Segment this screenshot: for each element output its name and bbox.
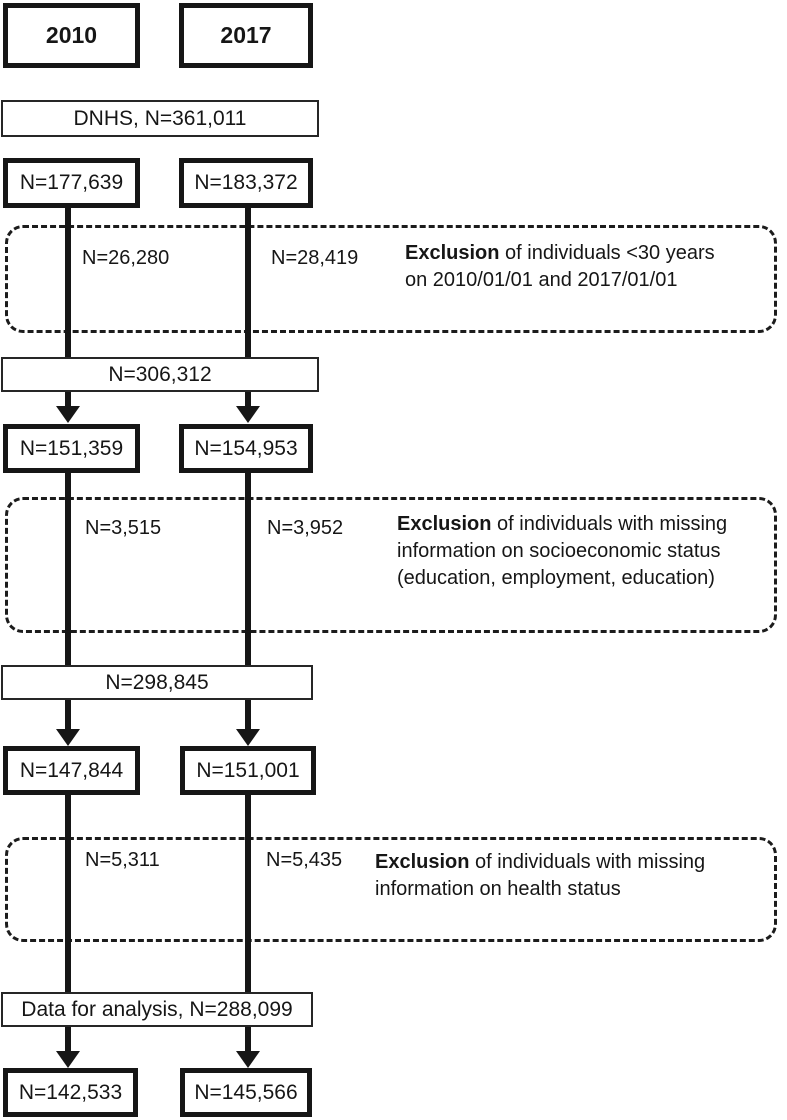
exclusion-reason-2-line2: information on socioeconomic status [397,540,721,562]
pooled-total-2-label: N=298,845 [105,670,209,694]
exclusion-reason-2-line1: Exclusion of individuals with missing [397,511,727,538]
exclusion-reason-2-bold: Exclusion [397,513,492,535]
down-arrowhead-2010-1 [56,406,80,423]
exclusion-reason-1-bold: Exclusion [405,242,500,264]
exclusion-reason-2-line3: (education, employment, education) [397,567,715,589]
cohort-2017-stage3-box: N=151,001 [180,746,316,795]
cohort-2010-stage2-count: N=151,359 [19,436,124,460]
cohort-2010-stage1-box: N=177,639 [3,158,140,208]
exclusion-panel-2 [5,497,777,633]
exclusion-panel-3 [5,837,777,942]
cohort-2017-stage2-count: N=154,953 [194,436,298,460]
flow-line-2010-seg2 [65,391,71,408]
analysis-total-box: Data for analysis, N=288,099 [1,992,313,1027]
flow-line-2017-seg1 [245,206,251,357]
cohort-2010-stage2-box: N=151,359 [3,424,140,473]
pooled-total-box-2: N=298,845 [1,665,313,700]
exclusion-reason-3-rest: of individuals with missing [469,851,706,873]
excluded-2017-count-2: N=3,952 [267,517,344,539]
year-box-2017: 2017 [179,3,313,68]
year-box-2010: 2010 [3,3,140,68]
flow-line-2017-seg5 [245,794,251,992]
cohort-2010-final-count: N=142,533 [18,1080,123,1104]
exclusion-reason-1: Exclusion of individuals <30 years on 20… [405,240,715,294]
dnhs-total-box: DNHS, N=361,011 [1,100,319,137]
cohort-2017-final-box: N=145,566 [180,1068,312,1117]
flow-line-2010-seg1 [65,206,71,357]
cohort-2010-stage3-count: N=147,844 [19,758,124,782]
flow-line-2017-seg3 [245,472,251,665]
down-arrowhead-2010-3 [56,1051,80,1068]
cohort-2010-stage3-box: N=147,844 [3,746,140,795]
exclusion-reason-3-line2: information on health status [375,878,621,900]
flow-line-2010-seg3 [65,472,71,665]
exclusion-reason-3: Exclusion of individuals with missing in… [375,849,705,903]
flow-line-2010-seg4 [65,699,71,730]
down-arrowhead-2017-3 [236,1051,260,1068]
pooled-total-box-1: N=306,312 [1,357,319,392]
exclusion-reason-1-line1: Exclusion of individuals <30 years [405,240,715,267]
excluded-2017-count-1: N=28,419 [271,247,359,269]
flow-line-2010-seg5 [65,794,71,992]
year-2010-label: 2010 [45,22,98,48]
excluded-2010-count-2: N=3,515 [85,517,162,539]
year-2017-label: 2017 [220,22,272,48]
pooled-total-1-label: N=306,312 [108,362,212,386]
exclusion-reason-3-bold: Exclusion [375,851,470,873]
down-arrowhead-2017-2 [236,729,260,746]
excluded-2010-count-1: N=26,280 [82,247,170,269]
down-arrowhead-2017-1 [236,406,260,423]
flow-line-2017-seg2 [245,391,251,408]
excluded-2017-count-3: N=5,435 [266,849,343,871]
cohort-2017-stage1-box: N=183,372 [179,158,313,208]
flow-line-2017-seg6 [245,1026,251,1052]
flow-line-2010-seg6 [65,1026,71,1052]
down-arrowhead-2010-2 [56,729,80,746]
exclusion-reason-2: Exclusion of individuals with missing in… [397,511,727,592]
exclusion-reason-1-line2: on 2010/01/01 and 2017/01/01 [405,269,678,291]
flow-line-2017-seg4 [245,699,251,730]
exclusion-reason-3-line1: Exclusion of individuals with missing [375,849,705,876]
cohort-2017-stage1-count: N=183,372 [194,171,298,194]
excluded-2010-count-3: N=5,311 [85,849,160,871]
exclusion-reason-2-rest: of individuals with missing [491,513,728,535]
exclusion-reason-1-rest: of individuals <30 years [499,242,715,264]
dnhs-total-label: DNHS, N=361,011 [73,106,247,130]
analysis-total-label: Data for analysis, N=288,099 [21,997,293,1021]
cohort-2010-final-box: N=142,533 [3,1068,138,1117]
exclusion-panel-1 [5,225,777,333]
cohort-2010-stage1-count: N=177,639 [19,171,124,194]
cohort-2017-stage3-count: N=151,001 [196,758,300,782]
cohort-2017-final-count: N=145,566 [194,1080,298,1104]
cohort-2017-stage2-box: N=154,953 [179,424,313,473]
